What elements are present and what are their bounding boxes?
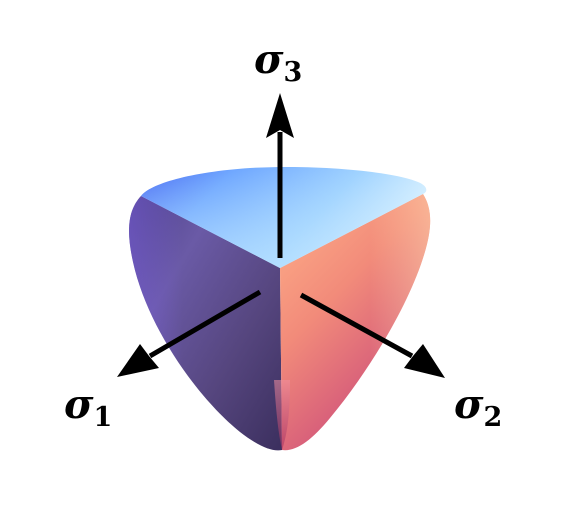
axis-label-sigma-3: σ3 [254,36,302,88]
axis-arrows [117,93,445,378]
axis-label-sigma-1: σ1 [64,381,112,433]
axis-label-sigma-2: σ2 [454,381,502,433]
axis-sigma-2-arrow [299,292,445,378]
axis-sigma-3-arrow [266,93,294,258]
axis-sigma-1-arrow [117,289,262,377]
surface-top-face-shading [141,166,427,268]
surface-bottom-ridge [274,380,290,450]
